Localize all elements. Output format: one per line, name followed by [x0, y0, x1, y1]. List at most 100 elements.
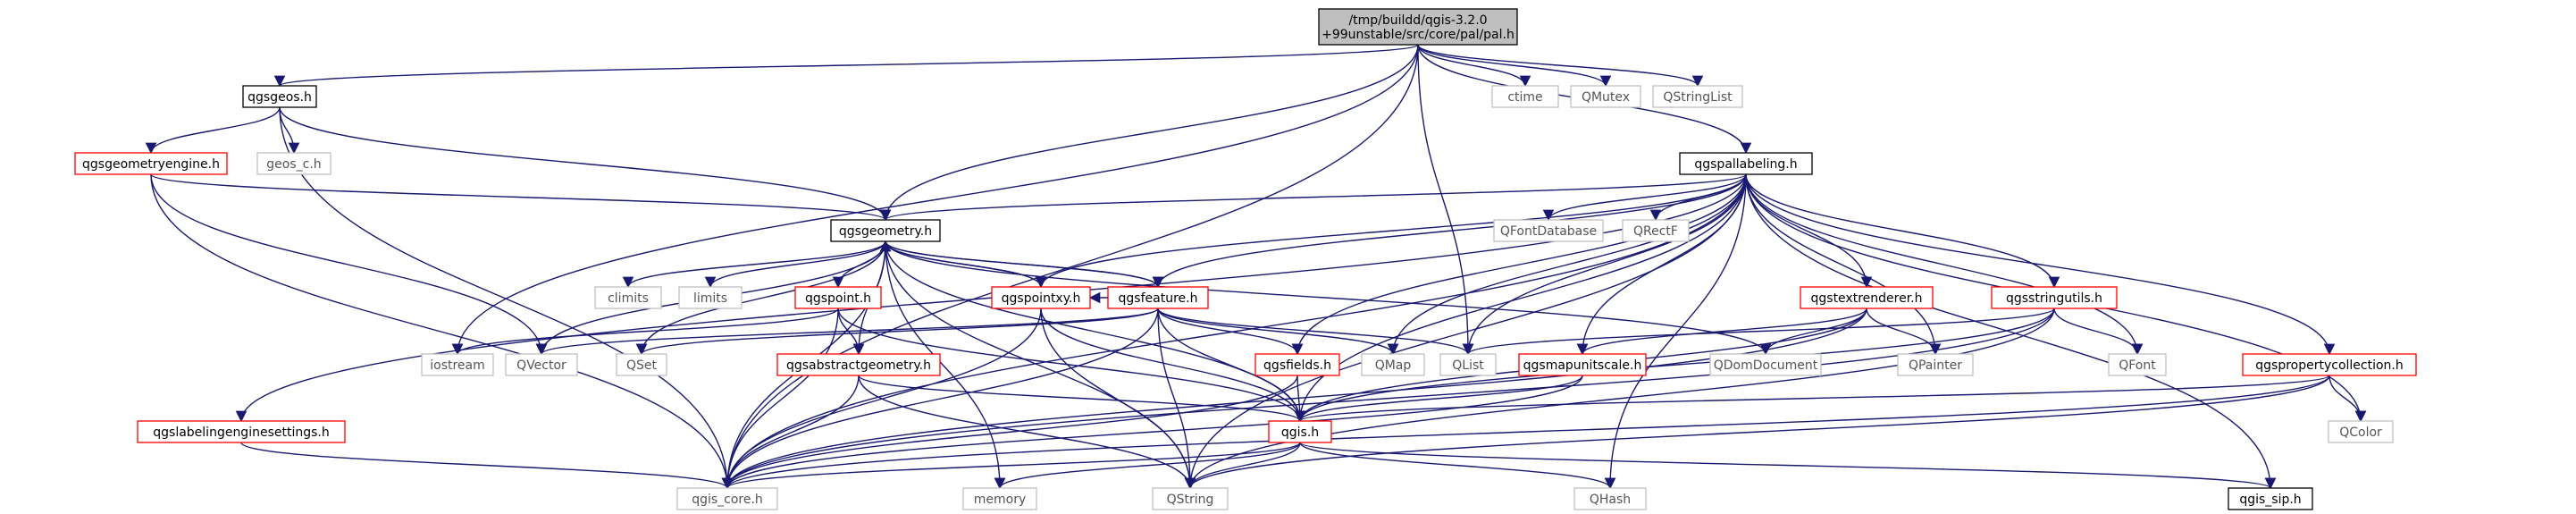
edge-qgspallabeling-to-qgis_sip — [1745, 173, 2277, 490]
node-qgspoint[interactable]: qgspoint.h — [794, 286, 882, 309]
edge-qgsgeometry-to-climits — [622, 240, 886, 289]
node-qdomdocument: QDomDocument — [1709, 353, 1822, 376]
node-qgsmapunitscale-label: qgsmapunitscale.h — [1523, 358, 1642, 373]
node-qgsfeature-box — [1107, 286, 1209, 309]
node-qgspallabeling-box — [1679, 152, 1813, 175]
node-qhash: QHash — [1573, 487, 1647, 510]
edge-qgsgeometryengine-to-qvector — [150, 173, 548, 356]
node-root[interactable]: /tmp/buildd/qgis-3.2.0+99unstable/src/co… — [1318, 8, 1518, 46]
node-qgsgeos-label: qgsgeos.h — [248, 90, 312, 105]
node-qgis[interactable]: qgis.h — [1268, 420, 1332, 443]
edge-qgsstringutils-to-qlist — [1462, 308, 2055, 356]
node-qgis_core: qgis_core.h — [676, 487, 778, 510]
node-iostream-label: iostream — [430, 358, 485, 373]
node-root-label-line1: /tmp/buildd/qgis-3.2.0 — [1348, 13, 1487, 28]
edge-qgspointxy-to-qgis_core — [721, 308, 1042, 490]
node-qgstextrenderer-box — [1800, 286, 1934, 309]
node-qgsmapunitscale[interactable]: qgsmapunitscale.h — [1518, 353, 1647, 376]
edge-qgis-to-memory — [994, 442, 1301, 490]
node-qvector-label: QVector — [516, 358, 566, 373]
edge-qgsfeature-to-qgis_core — [721, 308, 1159, 490]
edge-qgstextrenderer-to-qgsmapunitscale — [1576, 308, 1867, 356]
node-qgspropertycollection-box — [2242, 353, 2417, 376]
node-qgsstringutils[interactable]: qgsstringutils.h — [1991, 286, 2118, 309]
edge-qgspointxy-to-qgis — [1040, 308, 1306, 423]
node-qgspropertycollection[interactable]: qgspropertycollection.h — [2242, 353, 2417, 376]
node-qdomdocument-box — [1709, 353, 1822, 376]
edge-qgsfeature-to-qgsgeometry — [879, 240, 1159, 288]
edge-qgslabelingenginesettings-to-qgis_core — [240, 442, 734, 490]
node-qgis_sip[interactable]: qgis_sip.h — [2228, 487, 2313, 510]
edge-qgsgeometry-to-memory — [885, 240, 1006, 490]
node-qgsfields-label: qgsfields.h — [1263, 358, 1331, 373]
node-qgsfeature[interactable]: qgsfeature.h — [1107, 286, 1209, 309]
node-qset-box — [616, 353, 667, 376]
edge-qgspointxy-to-qgsgeometry — [879, 240, 1042, 288]
edge-qgspointxy-to-qstring — [1040, 308, 1196, 490]
edge-root-to-qgsgeos — [274, 44, 1419, 88]
edge-qgspoint-to-qgis_core — [721, 308, 839, 490]
edge-root-to-qgis_core — [721, 44, 1419, 490]
edge-root-to-iostream — [451, 44, 1419, 356]
node-qgsfields[interactable]: qgsfields.h — [1254, 353, 1340, 376]
node-qgspointxy-label: qgspointxy.h — [1002, 291, 1081, 306]
node-root-box — [1318, 8, 1518, 46]
edge-root-to-qmutex — [1417, 44, 1612, 88]
edge-qgstextrenderer-to-qpainter — [1866, 308, 1942, 356]
edge-qgsfeature-to-qset — [635, 308, 1159, 356]
node-qgsgeos[interactable]: qgsgeos.h — [242, 85, 317, 108]
node-ctime-label: ctime — [1507, 90, 1542, 105]
node-qmutex-label: QMutex — [1582, 90, 1630, 105]
node-qstring: QString — [1152, 487, 1229, 510]
node-qvector: QVector — [505, 353, 578, 376]
node-qgspropertycollection-label: qgspropertycollection.h — [2255, 358, 2404, 373]
node-qfont: QFont — [2108, 353, 2167, 376]
node-qrectf-label: QRectF — [1633, 224, 1678, 239]
node-qgsstringutils-box — [1991, 286, 2118, 309]
node-qgsabstractgeometry[interactable]: qgsabstractgeometry.h — [776, 353, 941, 376]
node-qgsgeometry-box — [830, 219, 941, 242]
node-qgis_core-label: qgis_core.h — [692, 493, 763, 507]
edge-qgsstringutils-to-qfont — [2053, 308, 2144, 356]
node-qhash-box — [1573, 487, 1647, 510]
node-qlist: QList — [1439, 353, 1497, 376]
node-qgis_sip-label: qgis_sip.h — [2239, 493, 2301, 507]
node-qgsabstractgeometry-label: qgsabstractgeometry.h — [786, 358, 931, 373]
edge-qgspallabeling-to-qgis — [1294, 173, 1747, 423]
node-geos_c-box — [256, 152, 331, 175]
node-qstringlist-box — [1652, 85, 1743, 108]
node-qmap-label: QMap — [1375, 358, 1412, 373]
node-qgspoint-box — [794, 286, 882, 309]
edge-qgstextrenderer-to-qdomdocument — [1759, 308, 1867, 356]
edge-qgspropertycollection-to-qgis_core — [722, 375, 2330, 490]
node-qgsgeometry[interactable]: qgsgeometry.h — [830, 219, 941, 242]
node-qvector-box — [505, 353, 578, 376]
node-qgis-label: qgis.h — [1281, 426, 1319, 440]
node-qgspointxy[interactable]: qgspointxy.h — [991, 286, 1091, 309]
node-qgspoint-label: qgspoint.h — [805, 291, 871, 306]
node-memory: memory — [962, 487, 1037, 510]
node-qgslabelingenginesettings[interactable]: qgslabelingenginesettings.h — [137, 420, 346, 443]
node-qstring-label: QString — [1167, 493, 1214, 507]
node-qhash-label: QHash — [1590, 493, 1631, 507]
edge-qgspropertycollection-to-qcolor — [2328, 375, 2367, 423]
node-qmap: QMap — [1361, 353, 1425, 376]
edge-root-to-qstringlist — [1417, 44, 1704, 88]
node-qrectf-box — [1622, 219, 1690, 242]
edge-qgsstringutils-to-qgis_core — [721, 308, 2055, 490]
edge-qgsfeature-to-qvector — [536, 308, 1159, 356]
edge-root-to-ctime — [1417, 44, 1531, 88]
node-qgspointxy-box — [991, 286, 1091, 309]
node-qgsgeos-box — [242, 85, 317, 108]
node-qgsstringutils-label: qgsstringutils.h — [2006, 291, 2102, 306]
node-limits-label: limits — [693, 291, 727, 306]
node-qstringlist-label: QStringList — [1663, 90, 1733, 105]
node-root-label-line2: +99unstable/src/core/pal/pal.h — [1322, 28, 1515, 42]
node-qgsgeometryengine[interactable]: qgsgeometryengine.h — [74, 152, 228, 175]
node-qgis_core-box — [676, 487, 778, 510]
edge-qgis-to-qgis_core — [721, 442, 1301, 490]
node-qgsabstractgeometry-box — [776, 353, 941, 376]
node-qgspallabeling[interactable]: qgspallabeling.h — [1679, 152, 1813, 175]
node-qgstextrenderer[interactable]: qgstextrenderer.h — [1800, 286, 1934, 309]
